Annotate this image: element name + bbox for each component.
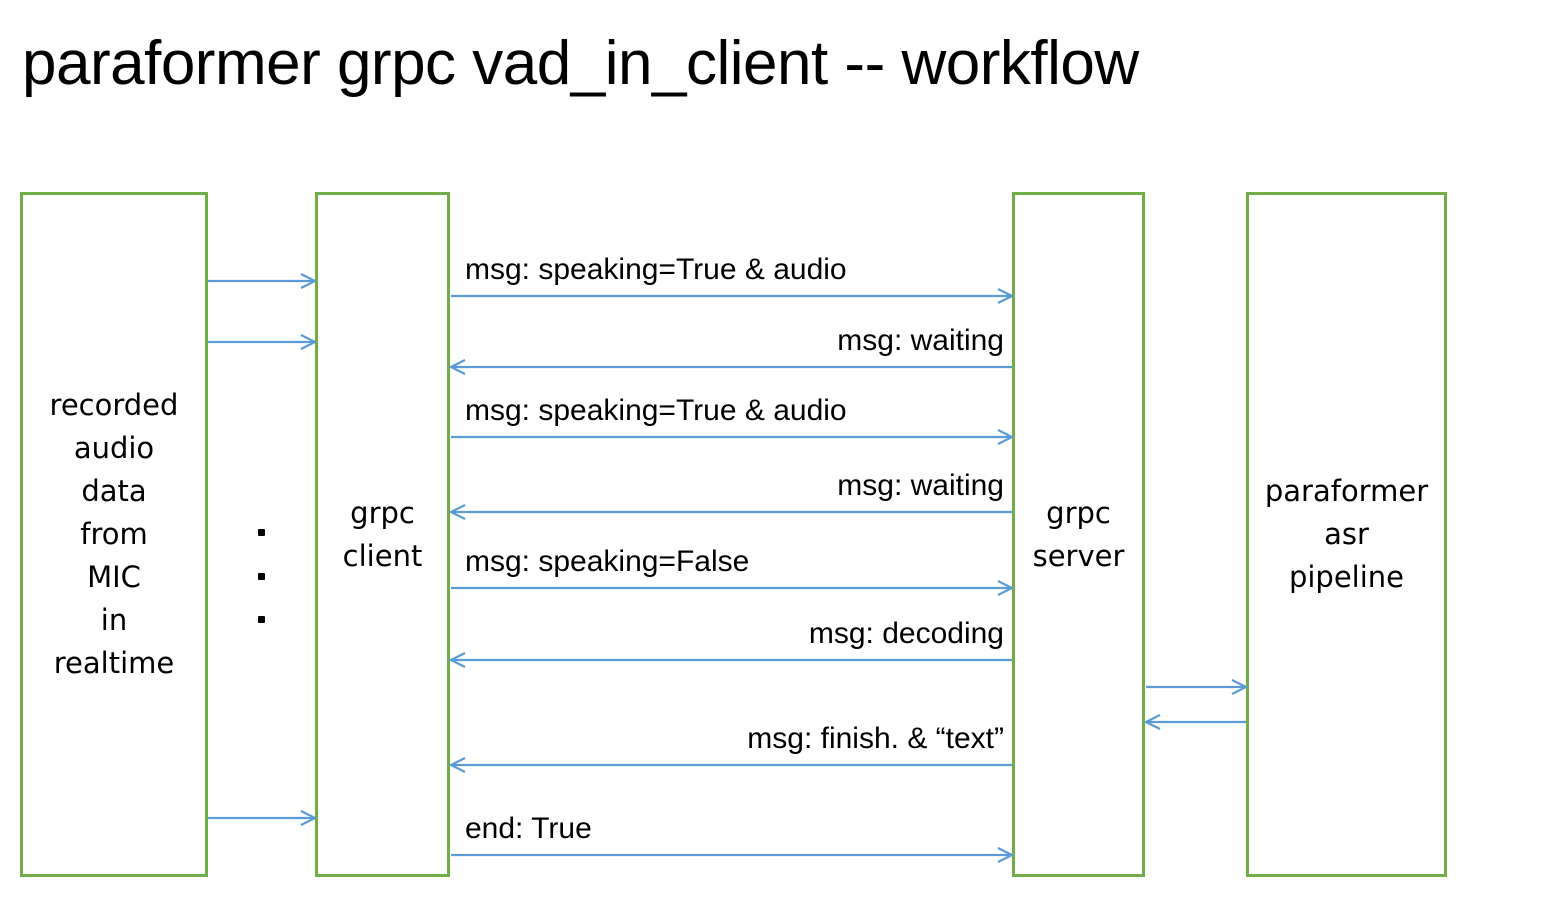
message-label-speaking-true-2: msg: speaking=True & audio — [465, 394, 847, 427]
arrow-finish-text[interactable] — [448, 757, 1012, 773]
arrow-mic-chunk-1[interactable] — [208, 273, 318, 289]
arrow-mic-chunk-last[interactable] — [208, 810, 318, 826]
page-title: paraformer grpc vad_in_client -- workflo… — [22, 29, 1139, 98]
message-label-end-true: end: True — [465, 812, 592, 845]
message-label-speaking-false: msg: speaking=False — [465, 545, 750, 578]
lane-label-asr-pipeline: paraformer asr pipeline — [1264, 474, 1429, 594]
arrow-speaking-true-2[interactable] — [451, 429, 1015, 445]
lane-box-asr-pipeline[interactable]: paraformer asr pipeline — [1246, 192, 1447, 877]
arrow-decoding[interactable] — [448, 652, 1012, 668]
message-label-finish-text: msg: finish. & “text” — [747, 722, 1004, 755]
arrow-end-true[interactable] — [451, 847, 1015, 863]
lane-label-mic-source: recorded audio data from MIC in realtime — [49, 388, 179, 680]
lane-box-grpc-server[interactable]: grpc server — [1012, 192, 1145, 877]
arrow-speaking-true-1[interactable] — [451, 288, 1015, 304]
lane-box-mic-source[interactable]: recorded audio data from MIC in realtime — [20, 192, 208, 877]
message-label-speaking-true-1: msg: speaking=True & audio — [465, 253, 847, 286]
arrow-waiting-1[interactable] — [448, 359, 1012, 375]
ellipsis-dot-1 — [258, 529, 265, 536]
arrow-speaking-false[interactable] — [451, 580, 1015, 596]
ellipsis-dot-2 — [258, 573, 265, 580]
message-label-waiting-2: msg: waiting — [837, 469, 1004, 502]
ellipsis-dot-3 — [258, 616, 265, 623]
lane-label-grpc-client: grpc client — [342, 495, 423, 573]
arrow-asr-to-server[interactable] — [1143, 714, 1246, 730]
lane-label-grpc-server: grpc server — [1032, 495, 1125, 573]
message-label-decoding: msg: decoding — [808, 617, 1004, 650]
lane-box-grpc-client[interactable]: grpc client — [315, 192, 450, 877]
arrow-server-to-asr[interactable] — [1146, 679, 1249, 695]
arrow-mic-chunk-2[interactable] — [208, 334, 318, 350]
message-label-waiting-1: msg: waiting — [837, 324, 1004, 357]
arrow-waiting-2[interactable] — [448, 504, 1012, 520]
